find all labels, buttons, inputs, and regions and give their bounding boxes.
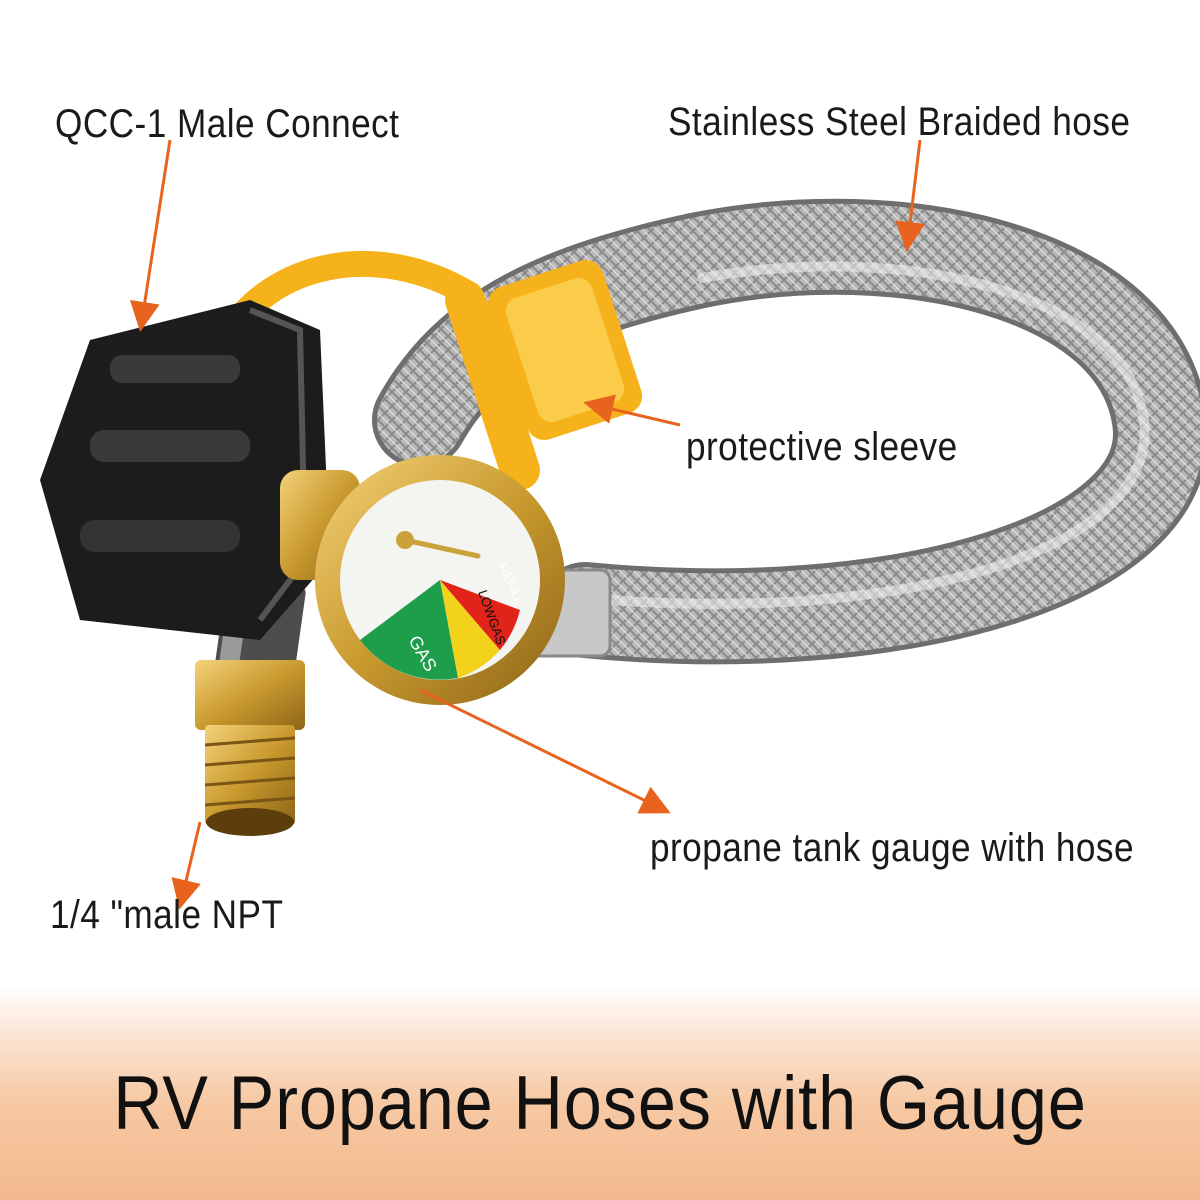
qcc-connector [40,300,330,640]
propane-gauge: GAS LOWGAS REFILL [315,455,565,705]
banner-title: RV Propane Hoses with Gauge [113,1061,1087,1146]
callout-gauge-with-hose: propane tank gauge with hose [650,826,1134,870]
callout-braided-hose: Stainless Steel Braided hose [668,100,1131,144]
title-banner [0,985,1200,1200]
callout-male-npt: 1/4 "male NPT [50,893,284,937]
callout-qcc-connect: QCC-1 Male Connect [55,102,400,146]
callout-arrows [129,139,926,910]
callout-protective-sleeve: protective sleeve [686,425,958,469]
